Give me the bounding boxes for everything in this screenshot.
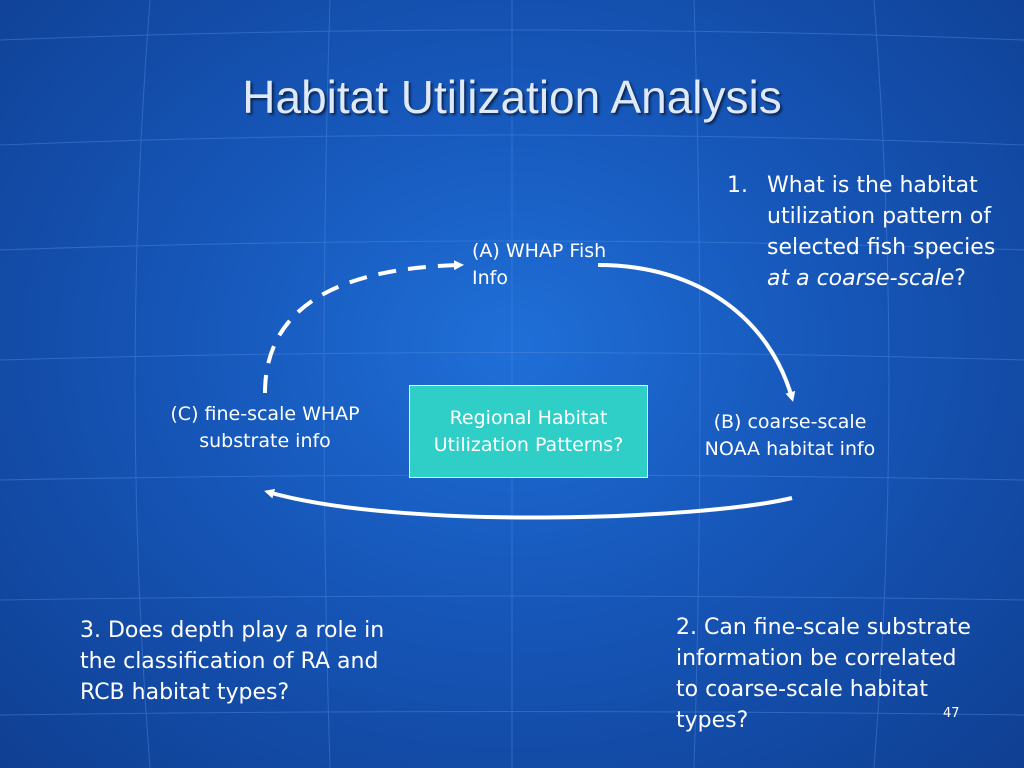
- arrow-a-to-b: [597, 263, 796, 402]
- node-a-whap-fish-info: (A) WHAP Fish Info: [472, 240, 607, 289]
- question-1-italic: at a coarse-scale: [767, 266, 955, 291]
- page-number: 47: [943, 706, 960, 721]
- arrow-b-to-c: [264, 488, 793, 520]
- question-1-plain: What is the habitat utilization pattern …: [767, 173, 996, 260]
- arrow-c-to-a-dashed: [263, 260, 464, 394]
- slide-title: Habitat Utilization Analysis: [242, 71, 782, 123]
- node-b-coarse-scale-info: (B) coarse-scale NOAA habitat info: [704, 411, 876, 460]
- center-box-label: Regional Habitat Utilization Patterns?: [433, 406, 624, 456]
- node-c-fine-scale-info: (C) fine-scale WHAP substrate info: [170, 403, 360, 452]
- center-box-regional-patterns: Regional Habitat Utilization Patterns?: [409, 385, 648, 478]
- question-1-text: What is the habitat utilization pattern …: [767, 170, 1019, 294]
- question-1-number: 1.: [727, 173, 748, 198]
- question-1-end: ?: [954, 266, 966, 291]
- question-3: 3. Does depth play a role in the classif…: [80, 618, 385, 705]
- question-2: 2. Can fine-scale substrate information …: [676, 615, 971, 733]
